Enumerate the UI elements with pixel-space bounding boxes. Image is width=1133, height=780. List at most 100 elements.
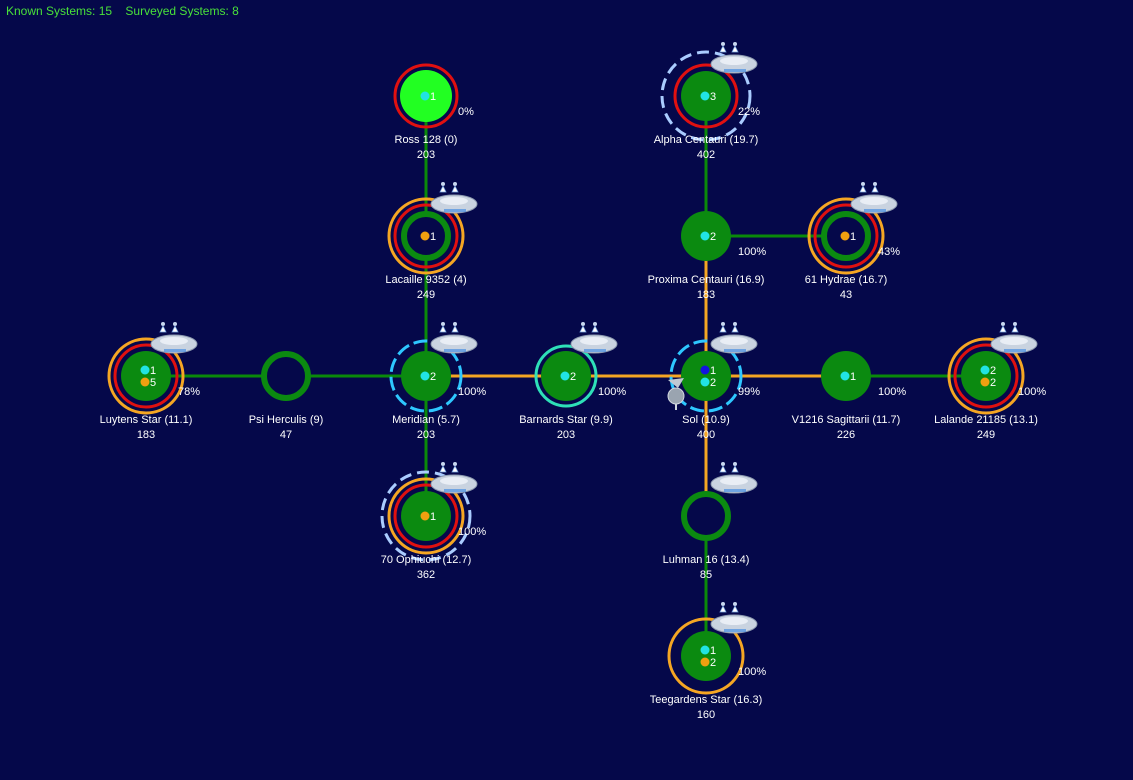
- system-ross128[interactable]: 10%Ross 128 (0)203: [393, 63, 475, 161]
- colony-orange-icon: [140, 377, 150, 387]
- fleet-icon[interactable]: [430, 182, 478, 214]
- system-node[interactable]: [261, 351, 311, 401]
- colony-count: 2: [710, 231, 716, 243]
- colony-count: 2: [710, 657, 716, 669]
- ship-engine-glow: [1004, 349, 1026, 352]
- colony-cyan-icon: [420, 91, 430, 101]
- fleet-icon[interactable]: [990, 322, 1038, 354]
- crew-figure-icon: [441, 322, 445, 326]
- system-percent: 100%: [458, 526, 486, 538]
- crew-figure-body: [731, 465, 739, 473]
- ship-engine-glow: [584, 349, 606, 352]
- system-stats: Known Systems: 15 Surveyed Systems: 8: [6, 4, 249, 18]
- crew-figure-body: [731, 605, 739, 613]
- system-node[interactable]: [681, 351, 731, 401]
- colony-count: 2: [710, 377, 716, 389]
- fleet-icon[interactable]: [150, 322, 198, 354]
- fleet-icon[interactable]: [710, 322, 758, 354]
- crew-figure-body: [451, 325, 459, 333]
- ship-deck: [720, 477, 748, 485]
- colony-orange-icon: [420, 511, 430, 521]
- colony-count: 2: [990, 365, 996, 377]
- fleet-icon[interactable]: [850, 182, 898, 214]
- crew-figure-body: [719, 45, 727, 53]
- fleet-icon[interactable]: [430, 322, 478, 354]
- system-luhman[interactable]: Luhman 16 (13.4)85: [663, 462, 758, 581]
- system-name-label: Luytens Star (11.1): [100, 414, 193, 426]
- system-percent: 100%: [738, 246, 766, 258]
- ring-orange: [947, 337, 1025, 415]
- known-systems-count: Known Systems: 15: [6, 4, 113, 18]
- system-population-label: 203: [417, 429, 435, 441]
- crew-figure-icon: [1001, 322, 1005, 326]
- system-percent: 78%: [178, 386, 200, 398]
- system-node[interactable]: [681, 491, 731, 541]
- colony-cyan-icon: [700, 377, 710, 387]
- ship-deck: [580, 337, 608, 345]
- colony-blue-icon: [700, 365, 710, 375]
- probe-ship-icon[interactable]: [667, 378, 685, 410]
- colony-count: 1: [430, 511, 436, 523]
- system-percent: 43%: [878, 246, 900, 258]
- colony-orange-icon: [980, 377, 990, 387]
- ring-red: [953, 343, 1019, 409]
- crew-figure-body: [439, 465, 447, 473]
- fleet-icon[interactable]: [710, 602, 758, 634]
- crew-figure-body: [171, 325, 179, 333]
- ship-engine-glow: [724, 69, 746, 72]
- system-population-label: 226: [837, 429, 855, 441]
- system-61hydrae[interactable]: 143%61 Hydrae (16.7)43: [805, 182, 901, 301]
- system-alphacen[interactable]: 322%Alpha Centauri (19.7)402: [654, 42, 761, 161]
- system-percent: 100%: [738, 666, 766, 678]
- system-node[interactable]: [681, 631, 731, 681]
- system-node[interactable]: [961, 351, 1011, 401]
- crew-figure-body: [439, 325, 447, 333]
- colony-count: 2: [990, 377, 996, 389]
- crew-figure-body: [719, 465, 727, 473]
- system-name-label: Teegardens Star (16.3): [650, 694, 763, 706]
- crew-figure-body: [871, 185, 879, 193]
- system-percent: 99%: [738, 386, 760, 398]
- system-name-label: Lalande 21185 (13.1): [934, 414, 1038, 426]
- fleet-icon[interactable]: [710, 462, 758, 494]
- crew-figure-icon: [453, 322, 457, 326]
- system-name-label: Sol (10.9): [682, 414, 730, 426]
- ship-deck: [1000, 337, 1028, 345]
- colony-count: 1: [150, 365, 156, 377]
- crew-figure-icon: [173, 322, 177, 326]
- colony-count: 3: [710, 91, 716, 103]
- ring-red: [393, 483, 459, 549]
- colony-orange-icon: [840, 231, 850, 241]
- system-name-label: Luhman 16 (13.4): [663, 554, 750, 566]
- system-node[interactable]: [121, 351, 171, 401]
- crew-figure-icon: [593, 322, 597, 326]
- colony-orange-icon: [420, 231, 430, 241]
- system-percent: 100%: [458, 386, 486, 398]
- crew-figure-body: [159, 325, 167, 333]
- crew-figure-icon: [453, 182, 457, 186]
- ship-deck: [720, 617, 748, 625]
- ring-red: [393, 63, 459, 129]
- fleet-icon[interactable]: [710, 42, 758, 74]
- ring-red: [113, 343, 179, 409]
- fleet-icon[interactable]: [570, 322, 618, 354]
- system-psiherc[interactable]: Psi Herculis (9)47: [249, 351, 324, 441]
- crew-figure-icon: [733, 602, 737, 606]
- colony-count: 2: [430, 371, 436, 383]
- system-percent: 100%: [1018, 386, 1046, 398]
- fleet-icon[interactable]: [430, 462, 478, 494]
- ship-deck: [720, 337, 748, 345]
- crew-figure-body: [719, 605, 727, 613]
